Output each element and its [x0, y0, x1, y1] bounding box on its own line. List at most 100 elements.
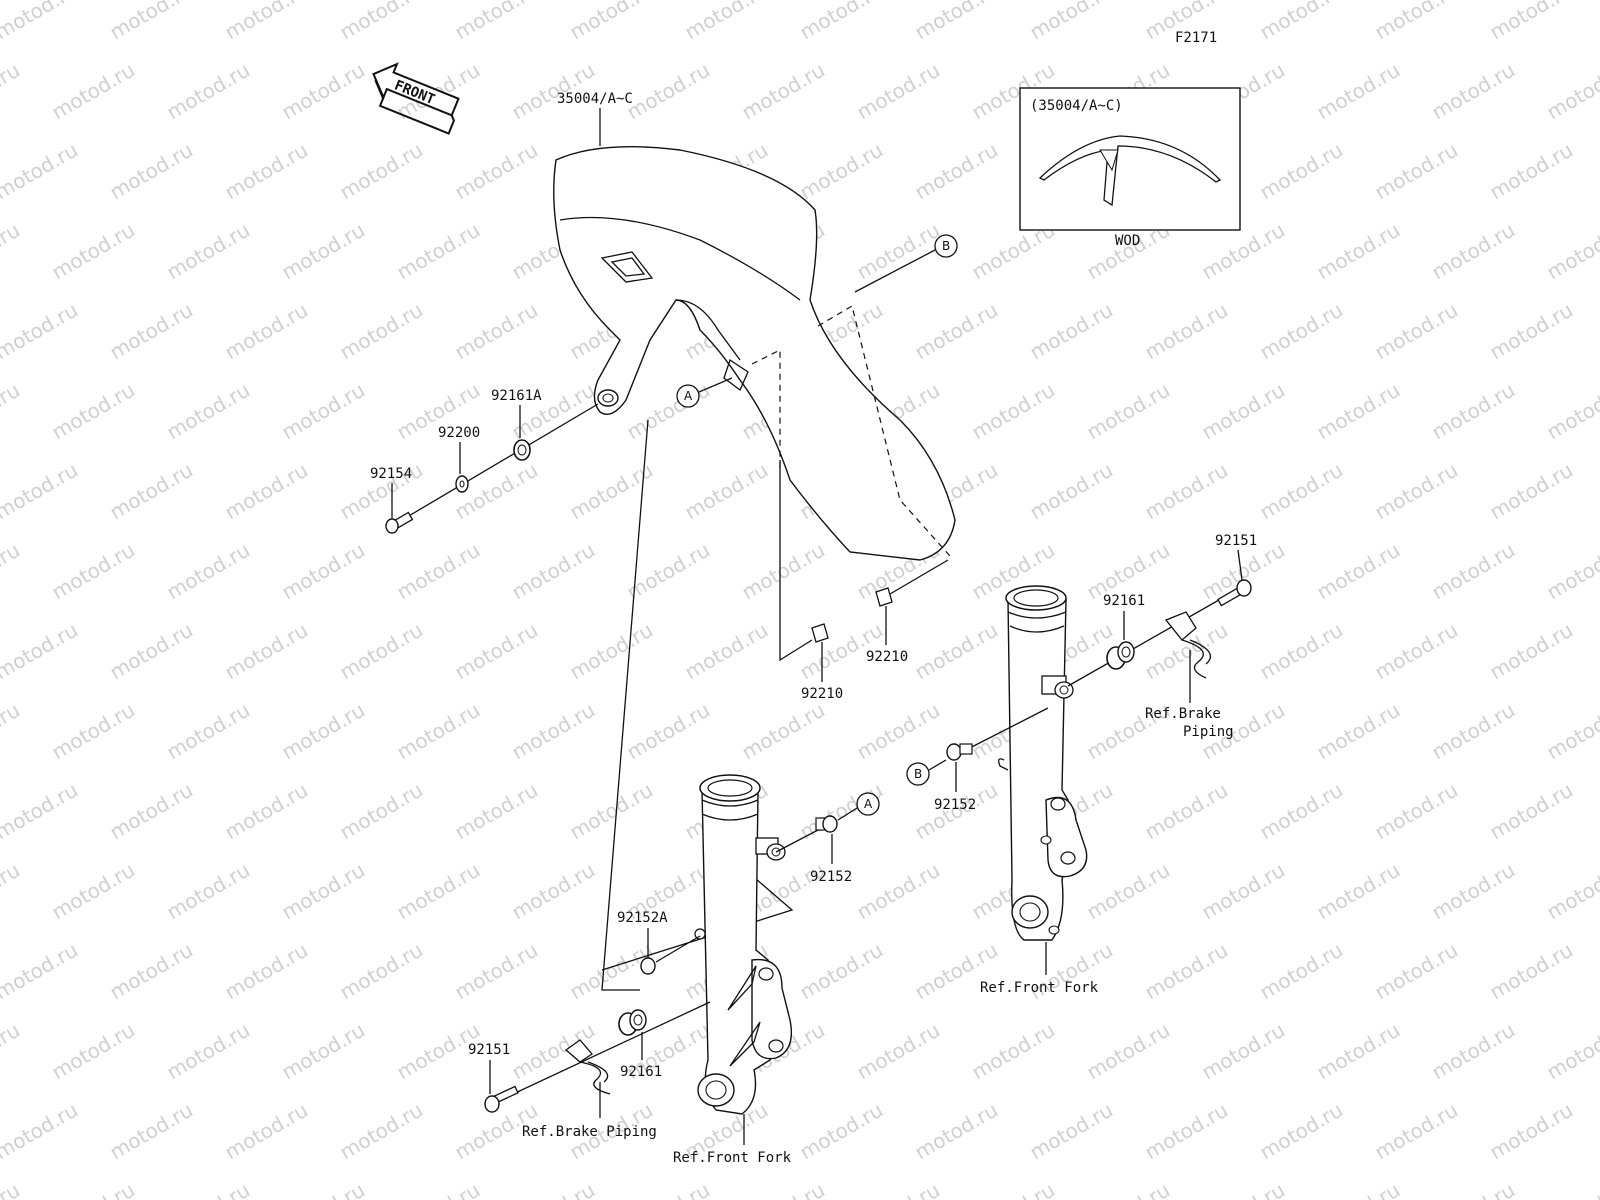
watermark-text: motod.ru: [106, 618, 197, 685]
label-92154: 92154: [370, 466, 412, 482]
svg-text:A: A: [684, 389, 693, 403]
watermark-text: motod.ru: [451, 138, 542, 205]
watermark-text: motod.ru: [508, 698, 599, 765]
watermark-text: motod.ru: [278, 58, 369, 125]
svg-text:B: B: [914, 767, 922, 781]
watermark-text: motod.ru: [106, 1098, 197, 1165]
watermark-text: motod.ru: [1026, 298, 1117, 365]
callout-b-upper: B: [934, 234, 958, 258]
watermark-text: motod.ru: [48, 1018, 139, 1085]
bolt-92152A: [640, 957, 656, 975]
watermark-text: motod.ru: [1083, 858, 1174, 925]
watermark-text: motod.ru: [1141, 938, 1232, 1005]
watermark-text: motod.ru: [508, 858, 599, 925]
watermark-text: motod.ru: [0, 698, 24, 765]
front-fender: [553, 145, 956, 561]
watermark-text: motod.ru: [796, 0, 887, 44]
watermark-text: motod.ru: [1256, 458, 1347, 525]
watermark-text: motod.ru: [1371, 618, 1462, 685]
watermark-text: motod.ru: [1313, 218, 1404, 285]
watermark-text: motod.ru: [1198, 1018, 1289, 1085]
watermark-text: motod.ru: [1198, 378, 1289, 445]
watermark-text: motod.ru: [48, 58, 139, 125]
watermark-text: motod.ru: [163, 698, 254, 765]
watermark-text: motod.ru: [1428, 858, 1519, 925]
watermark-text: motod.ru: [1543, 218, 1600, 285]
watermark-text: motod.ru: [911, 1098, 1002, 1165]
watermark-text: motod.ru: [0, 458, 82, 525]
watermark-text: motod.ru: [106, 0, 197, 44]
watermark-text: motod.ru: [0, 618, 82, 685]
label-92161-left: 92161: [620, 1064, 662, 1080]
watermark-text: motod.ru: [1256, 778, 1347, 845]
watermark-text: motod.ru: [1428, 58, 1519, 125]
watermark-text: motod.ru: [1256, 618, 1347, 685]
collar-92161A: [513, 439, 531, 461]
watermark-text: motod.ru: [796, 938, 887, 1005]
watermark-text: motod.ru: [1543, 378, 1600, 445]
watermark-text: motod.ru: [1428, 218, 1519, 285]
watermark-text: motod.ru: [451, 298, 542, 365]
watermark-text: motod.ru: [853, 858, 944, 925]
watermark-text: motod.ru: [1313, 538, 1404, 605]
watermark-text: motod.ru: [336, 618, 427, 685]
watermark-text: motod.ru: [738, 58, 829, 125]
watermark-text: motod.ru: [1371, 778, 1462, 845]
watermark-text: motod.ru: [1428, 1018, 1519, 1085]
inset-box: (35004/A~C) WOD: [1019, 87, 1241, 249]
watermark-text: motod.ru: [48, 378, 139, 445]
watermark-text: motod.ru: [1256, 1098, 1347, 1165]
watermark-text: motod.ru: [106, 298, 197, 365]
watermark-text: motod.ru: [48, 218, 139, 285]
watermark-text: motod.ru: [0, 858, 24, 925]
watermark-text: motod.ru: [1083, 1178, 1174, 1200]
watermark-text: motod.ru: [738, 698, 829, 765]
watermark-text: motod.ru: [1543, 858, 1600, 925]
watermark-text: motod.ru: [623, 378, 714, 445]
watermark-text: motod.ru: [796, 1098, 887, 1165]
watermark-text: motod.ru: [163, 218, 254, 285]
watermark-text: motod.ru: [278, 538, 369, 605]
label-92151-left: 92151: [468, 1042, 510, 1058]
watermark-text: motod.ru: [336, 1098, 427, 1165]
watermark-text: motod.ru: [508, 538, 599, 605]
watermark-text: motod.ru: [1313, 858, 1404, 925]
watermark-text: motod.ru: [278, 378, 369, 445]
label-92210-left: 92210: [801, 686, 843, 702]
label-92152-right: 92152: [934, 797, 976, 813]
watermark-text: motod.ru: [1083, 1018, 1174, 1085]
watermark-text: motod.ru: [0, 938, 82, 1005]
watermark-text: motod.ru: [278, 218, 369, 285]
watermark-text: motod.ru: [0, 378, 24, 445]
watermark-text: motod.ru: [1256, 298, 1347, 365]
watermark-text: motod.ru: [1543, 58, 1600, 125]
watermark-text: motod.ru: [1026, 1098, 1117, 1165]
watermark-text: motod.ru: [853, 218, 944, 285]
watermark-text: motod.ru: [1486, 0, 1577, 44]
watermark-text: motod.ru: [1313, 698, 1404, 765]
watermark-text: motod.ru: [221, 458, 312, 525]
watermark-text: motod.ru: [451, 0, 542, 44]
bolt-92152-right: [946, 743, 973, 761]
watermark-text: motod.ru: [1026, 0, 1117, 44]
watermark-text: motod.ru: [1256, 138, 1347, 205]
brake-clip-left: [564, 1039, 611, 1095]
watermark-text: motod.ru: [1371, 938, 1462, 1005]
brake-clip-right: [1164, 611, 1211, 679]
watermark-text: motod.ru: [1486, 1098, 1577, 1165]
watermark-text: motod.ru: [853, 1018, 944, 1085]
watermark-text: motod.ru: [681, 458, 772, 525]
watermark-text: motod.ru: [221, 1098, 312, 1165]
watermark-text: motod.ru: [1371, 1098, 1462, 1165]
watermark-text: motod.ru: [0, 298, 82, 365]
svg-text:A: A: [864, 797, 873, 811]
watermark-text: motod.ru: [48, 858, 139, 925]
watermark-text: motod.ru: [393, 538, 484, 605]
watermark-text: motod.ru: [508, 1178, 599, 1200]
collar-92161-left: [618, 1009, 647, 1036]
watermark-text: motod.ru: [1371, 138, 1462, 205]
watermark-text: motod.ru: [1486, 458, 1577, 525]
watermark-text: motod.ru: [336, 0, 427, 44]
watermark-text: motod.ru: [681, 0, 772, 44]
